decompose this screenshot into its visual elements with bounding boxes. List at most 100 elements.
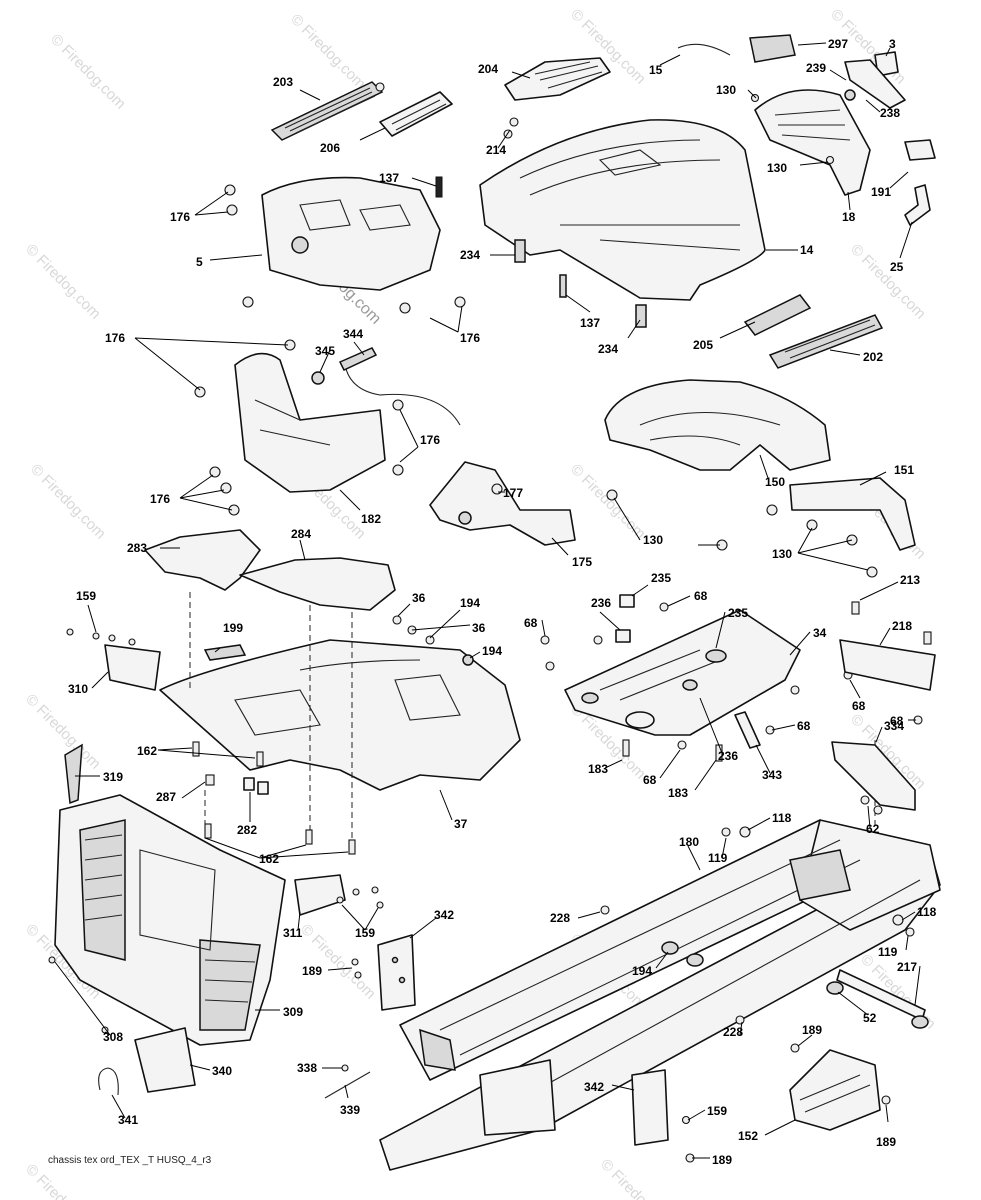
part-screws-159 (66, 628, 136, 646)
callout-345: 345 (315, 344, 335, 358)
callout-228: 228 (723, 1025, 743, 1039)
part-grille-202 (768, 314, 884, 369)
callout-130: 130 (643, 533, 663, 547)
part-panel-204 (504, 57, 611, 101)
callout-234: 234 (598, 342, 618, 356)
leader-lines (54, 42, 921, 1159)
part-panel-283 (144, 529, 261, 591)
part-bushings-194 (661, 941, 704, 967)
part-bracket-25 (904, 184, 931, 226)
callout-119: 119 (708, 851, 728, 865)
callout-311: 311 (283, 926, 303, 940)
part-clip-234 (514, 239, 647, 328)
callout-118: 118 (772, 811, 792, 825)
callout-177: 177 (503, 486, 523, 500)
callout-137: 137 (379, 171, 399, 185)
callout-62: 62 (866, 822, 880, 836)
callout-309: 309 (283, 1005, 303, 1019)
watermark: © Firedog.com (567, 461, 649, 543)
watermark: © Firedog.com (47, 31, 129, 113)
part-bracket-311 (294, 874, 346, 916)
watermark: © Firedog.com (22, 1161, 104, 1200)
part-bracket-191 (904, 139, 936, 161)
part-cable-344 (338, 347, 461, 426)
callout-217: 217 (897, 960, 917, 974)
callout-344: 344 (343, 327, 363, 341)
callout-189: 189 (712, 1153, 732, 1167)
callout-159: 159 (76, 589, 96, 603)
callout-130: 130 (772, 547, 792, 561)
watermark: © Firedog.com (597, 1156, 679, 1200)
callout-176: 176 (170, 210, 190, 224)
part-spring-15 (677, 43, 731, 56)
part-bracket-310 (104, 644, 161, 691)
callout-137: 137 (580, 316, 600, 330)
part-console-182 (234, 352, 386, 493)
callout-52: 52 (863, 1011, 877, 1025)
part-bracket-175 (429, 461, 576, 546)
callout-308: 308 (103, 1030, 123, 1044)
callout-159: 159 (355, 926, 375, 940)
part-guard-152 (789, 1049, 881, 1131)
callout-194: 194 (482, 644, 502, 658)
callout-68: 68 (852, 699, 866, 713)
watermark: © Firedog.com (287, 11, 369, 93)
callout-159: 159 (707, 1104, 727, 1118)
callout-5: 5 (196, 255, 203, 269)
callout-218: 218 (892, 619, 912, 633)
part-bushings-52 (826, 981, 929, 1029)
callout-339: 339 (340, 1103, 360, 1117)
callout-236: 236 (591, 596, 611, 610)
callout-119: 119 (878, 945, 898, 959)
part-hood-14 (479, 119, 766, 301)
callout-239: 239 (806, 61, 826, 75)
part-knob-345 (311, 371, 325, 385)
part-rod-338-339 (324, 1064, 371, 1099)
part-bolts-213 (851, 601, 932, 645)
part-cap-297 (749, 34, 796, 63)
callout-214: 214 (486, 143, 506, 157)
callout-343: 343 (762, 768, 782, 782)
part-clips-282 (243, 777, 269, 795)
callout-341: 341 (118, 1113, 138, 1127)
part-bracket-342b (631, 1069, 669, 1146)
part-bracket-334 (831, 741, 916, 811)
callout-15: 15 (649, 63, 663, 77)
callout-37: 37 (454, 817, 468, 831)
part-dash-panel-5 (261, 176, 441, 291)
callout-68: 68 (890, 714, 904, 728)
callout-189: 189 (302, 964, 322, 978)
part-bracket-151 (789, 477, 916, 551)
callout-205: 205 (693, 338, 713, 352)
callout-194: 194 (632, 964, 652, 978)
callout-34: 34 (813, 626, 827, 640)
part-bolts-62 (860, 795, 883, 815)
callout-199: 199 (223, 621, 243, 635)
part-bolts-183 (622, 739, 723, 762)
callout-334: 334 (884, 719, 904, 733)
part-bracket-343 (734, 711, 761, 749)
part-plate-34 (564, 609, 801, 736)
callout-194: 194 (460, 596, 480, 610)
callout-234: 234 (460, 248, 480, 262)
callout-176: 176 (150, 492, 170, 506)
callout-338: 338 (297, 1061, 317, 1075)
part-grille-205 (743, 294, 812, 336)
part-footplate-37 (159, 639, 521, 791)
part-bumper-176 (194, 184, 466, 516)
callout-189: 189 (802, 1023, 822, 1037)
callout-342: 342 (434, 908, 454, 922)
diagram-caption: chassis tex ord_TEX _T HUSQ_4_r3 (48, 1155, 212, 1166)
callout-310: 310 (68, 682, 88, 696)
callout-297: 297 (828, 37, 848, 51)
callout-206: 206 (320, 141, 340, 155)
part-decal-137 (435, 176, 567, 298)
callout-283: 283 (127, 541, 147, 555)
callout-202: 202 (863, 350, 883, 364)
watermark: © Firedog.com (22, 241, 104, 323)
part-screws-189 (351, 958, 891, 1163)
callout-25: 25 (890, 260, 904, 274)
part-bushing-235 (615, 594, 635, 643)
callout-282: 282 (237, 823, 257, 837)
